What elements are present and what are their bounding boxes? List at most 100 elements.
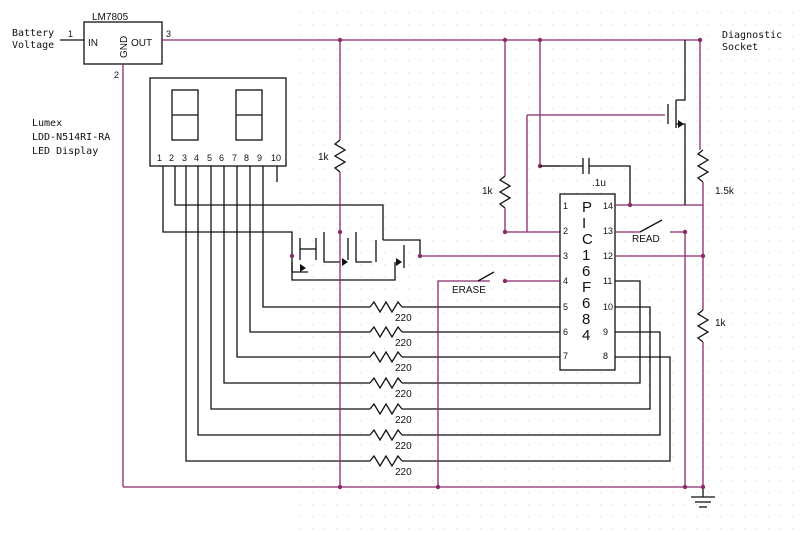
grid-dot	[708, 216, 710, 218]
grid-dot	[672, 312, 674, 314]
grid-dot	[456, 36, 458, 38]
display-pin-number: 1	[157, 153, 162, 163]
grid-dot	[324, 516, 326, 518]
grid-dot	[420, 504, 422, 506]
grid-dot	[528, 480, 530, 482]
grid-dot	[528, 180, 530, 182]
grid-dot	[444, 504, 446, 506]
grid-dot	[588, 72, 590, 74]
grid-dot	[384, 192, 386, 194]
resistor-to-pic-wire	[402, 331, 661, 436]
grid-dot	[540, 444, 542, 446]
grid-dot	[768, 324, 770, 326]
grid-dot	[696, 12, 698, 14]
grid-dot	[456, 480, 458, 482]
grid-dot	[480, 312, 482, 314]
grid-dot	[636, 288, 638, 290]
grid-dot	[420, 444, 422, 446]
grid-dot	[408, 444, 410, 446]
grid-dot	[744, 516, 746, 518]
grid-dot	[456, 492, 458, 494]
grid-dot	[756, 288, 758, 290]
grid-dot	[576, 516, 578, 518]
grid-dot	[480, 132, 482, 134]
display-lead	[210, 166, 370, 410]
grid-dot	[372, 408, 374, 410]
grid-dot	[708, 432, 710, 434]
grid-dot	[468, 72, 470, 74]
grid-dot	[456, 420, 458, 422]
grid-dot	[732, 420, 734, 422]
grid-dot	[672, 420, 674, 422]
grid-dot	[312, 156, 314, 158]
resistor-220	[369, 428, 403, 442]
grid-dot	[780, 480, 782, 482]
grid-dot	[300, 516, 302, 518]
grid-dot	[336, 192, 338, 194]
grid-dot	[444, 84, 446, 86]
grid-dot	[540, 96, 542, 98]
grid-dot	[696, 240, 698, 242]
grid-dot	[312, 12, 314, 14]
grid-dot	[348, 384, 350, 386]
grid-dot	[708, 168, 710, 170]
grid-dot	[504, 240, 506, 242]
grid-dot	[444, 60, 446, 62]
grid-dot	[744, 84, 746, 86]
grid-dot	[444, 396, 446, 398]
display-pin-number: 4	[194, 153, 199, 163]
grid-dot	[600, 444, 602, 446]
grid-dot	[780, 192, 782, 194]
grid-dot	[408, 432, 410, 434]
grid-dot	[324, 60, 326, 62]
resistor-220	[369, 350, 403, 364]
grid-dot	[552, 300, 554, 302]
grid-dot	[672, 132, 674, 134]
grid-dot	[540, 12, 542, 14]
grid-dot	[396, 36, 398, 38]
grid-dot	[312, 288, 314, 290]
grid-dot	[312, 132, 314, 134]
grid-dot	[420, 288, 422, 290]
grid-dot	[588, 492, 590, 494]
grid-dot	[564, 156, 566, 158]
grid-dot	[324, 48, 326, 50]
grid-dot	[324, 312, 326, 314]
grid-dot	[348, 360, 350, 362]
grid-dot	[672, 504, 674, 506]
grid-dot	[792, 528, 794, 530]
grid-dot	[624, 312, 626, 314]
grid-dot	[360, 156, 362, 158]
grid-dot	[756, 252, 758, 254]
grid-dot	[360, 444, 362, 446]
grid-dot	[516, 84, 518, 86]
grid-dot	[552, 204, 554, 206]
grid-dot	[372, 84, 374, 86]
grid-dot	[624, 528, 626, 530]
grid-dot	[552, 468, 554, 470]
grid-dot	[528, 300, 530, 302]
grid-dot	[372, 312, 374, 314]
grid-dot	[504, 180, 506, 182]
grid-dot	[552, 360, 554, 362]
grid-dot	[600, 468, 602, 470]
grid-dot	[624, 444, 626, 446]
grid-dot	[624, 492, 626, 494]
grid-dot	[504, 456, 506, 458]
grid-dot	[312, 504, 314, 506]
grid-dot	[624, 36, 626, 38]
grid-dot	[600, 180, 602, 182]
grid-dot	[780, 288, 782, 290]
grid-dot	[624, 468, 626, 470]
grid-dot	[624, 72, 626, 74]
grid-dot	[528, 108, 530, 110]
grid-dot	[624, 456, 626, 458]
grid-dot	[636, 24, 638, 26]
grid-dot	[720, 492, 722, 494]
grid-dot	[432, 312, 434, 314]
grid-dot	[792, 444, 794, 446]
grid-dot	[324, 240, 326, 242]
grid-dot	[360, 96, 362, 98]
grid-dot	[756, 180, 758, 182]
grid-dot	[492, 300, 494, 302]
